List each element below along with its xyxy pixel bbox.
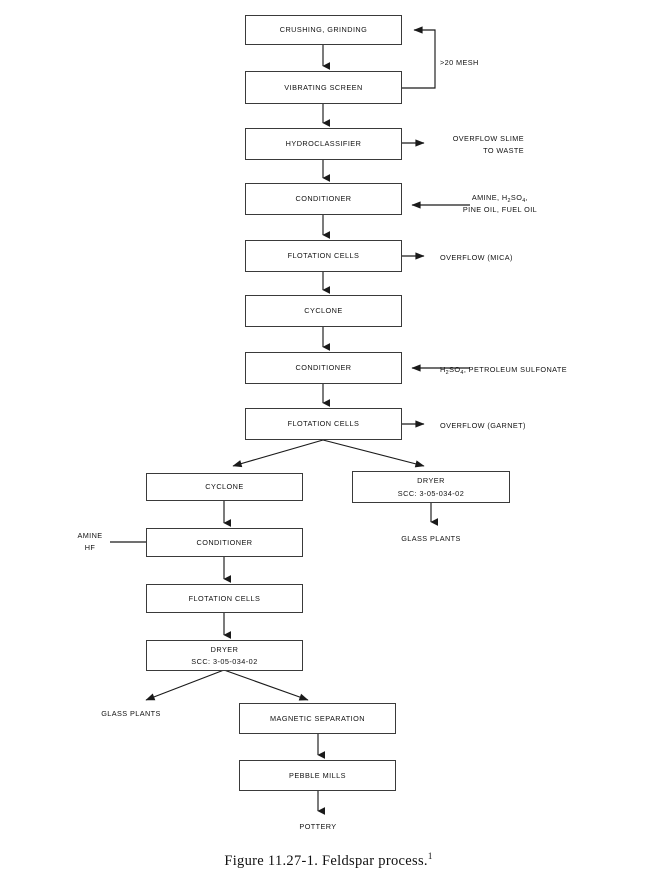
process-box-flotation-cells-1[interactable]: FLOTATION CELLS <box>245 240 402 272</box>
stream-label-line-1: OVERFLOW SLIME <box>452 134 524 143</box>
process-box-label: HYDROCLASSIFIER <box>285 139 362 149</box>
connector-flotation2-to-dryer-right <box>322 439 425 468</box>
process-box-hydroclassifier[interactable]: HYDROCLASSIFIER <box>245 128 402 160</box>
stream-label-reagents-conditioner-1: AMINE, H2SO4, PINE OIL, FUEL OIL <box>440 192 560 216</box>
process-box-flotation-cells-3[interactable]: FLOTATION CELLS <box>146 584 303 613</box>
process-box-label: CYCLONE <box>304 306 343 316</box>
figure-caption-text: Figure 11.27-1. Feldspar process. <box>224 852 428 869</box>
process-box-label: DRYER <box>210 644 239 654</box>
endpoint-label-glass-plants-right: GLASS PLANTS <box>401 534 461 543</box>
process-box-label: CONDITIONER <box>295 363 352 373</box>
process-box-label: FLOTATION CELLS <box>287 419 360 429</box>
process-box-label: FLOTATION CELLS <box>287 251 360 261</box>
process-box-cyclone-2[interactable]: CYCLONE <box>146 473 303 501</box>
stream-label-line-1: AMINE <box>77 531 103 540</box>
stream-label-overflow-garnet: OVERFLOW (GARNET) <box>440 421 526 430</box>
stream-label-reagents-conditioner-2: H2SO4, PETROLEUM SULFONATE <box>440 365 567 376</box>
process-box-label: MAGNETIC SEPARATION <box>269 713 366 723</box>
endpoint-label-glass-plants-bottom: GLASS PLANTS <box>101 709 161 718</box>
stream-label-line-2: PINE OIL, FUEL OIL <box>462 205 538 215</box>
stream-label-oversize-recycle: >20 MESH <box>440 58 479 67</box>
process-box-conditioner-3[interactable]: CONDITIONER <box>146 528 303 557</box>
process-box-label: CONDITIONER <box>196 537 253 547</box>
figure-caption-footnote: 1 <box>427 851 433 861</box>
stream-label-line-2: TO WASTE <box>483 146 524 156</box>
figure-caption: Figure 11.27-1. Feldspar process.1 <box>0 851 657 870</box>
process-box-scc-code: SCC: 3-05-034-02 <box>397 488 465 498</box>
process-box-conditioner-1[interactable]: CONDITIONER <box>245 183 402 215</box>
connector-dryer-bottom-to-magnetic-separation <box>223 669 309 701</box>
process-box-conditioner-2[interactable]: CONDITIONER <box>245 352 402 384</box>
process-box-dryer-right[interactable]: DRYER SCC: 3-05-034-02 <box>352 471 510 503</box>
process-box-label: PEBBLE MILLS <box>289 770 346 780</box>
process-box-label: CONDITIONER <box>295 194 352 204</box>
stream-label-line-1: AMINE, H2SO4, <box>471 193 529 204</box>
process-box-crushing-grinding[interactable]: CRUSHING, GRINDING <box>245 15 402 45</box>
connector-oversize-recycle <box>402 26 436 89</box>
connector-flotation2-to-cyclone2 <box>232 439 324 468</box>
process-box-label: DRYER <box>417 476 445 486</box>
process-box-label: FLOTATION CELLS <box>188 593 261 603</box>
endpoint-label-pottery: POTTERY <box>299 822 337 831</box>
process-box-dryer-bottom[interactable]: DRYER SCC: 3-05-034-02 <box>146 640 303 671</box>
stream-label-amine-hf: AMINE HF <box>62 530 118 554</box>
stream-label-overflow-slime-to-waste: OVERFLOW SLIME TO WASTE <box>400 133 524 157</box>
stream-label-overflow-mica: OVERFLOW (MICA) <box>440 253 513 262</box>
process-box-label: CRUSHING, GRINDING <box>279 25 368 35</box>
stream-label-line-2: HF <box>84 543 96 553</box>
connector-dryer-bottom-to-glass-plants <box>145 669 225 701</box>
process-box-cyclone-1[interactable]: CYCLONE <box>245 295 402 327</box>
process-box-magnetic-separation[interactable]: MAGNETIC SEPARATION <box>239 703 396 734</box>
process-box-label: CYCLONE <box>205 482 244 492</box>
process-box-pebble-mills[interactable]: PEBBLE MILLS <box>239 760 396 791</box>
process-box-scc-code: SCC: 3-05-034-02 <box>191 657 258 666</box>
process-box-vibrating-screen[interactable]: VIBRATING SCREEN <box>245 71 402 104</box>
process-box-label: VIBRATING SCREEN <box>284 82 363 92</box>
process-box-flotation-cells-2[interactable]: FLOTATION CELLS <box>245 408 402 440</box>
